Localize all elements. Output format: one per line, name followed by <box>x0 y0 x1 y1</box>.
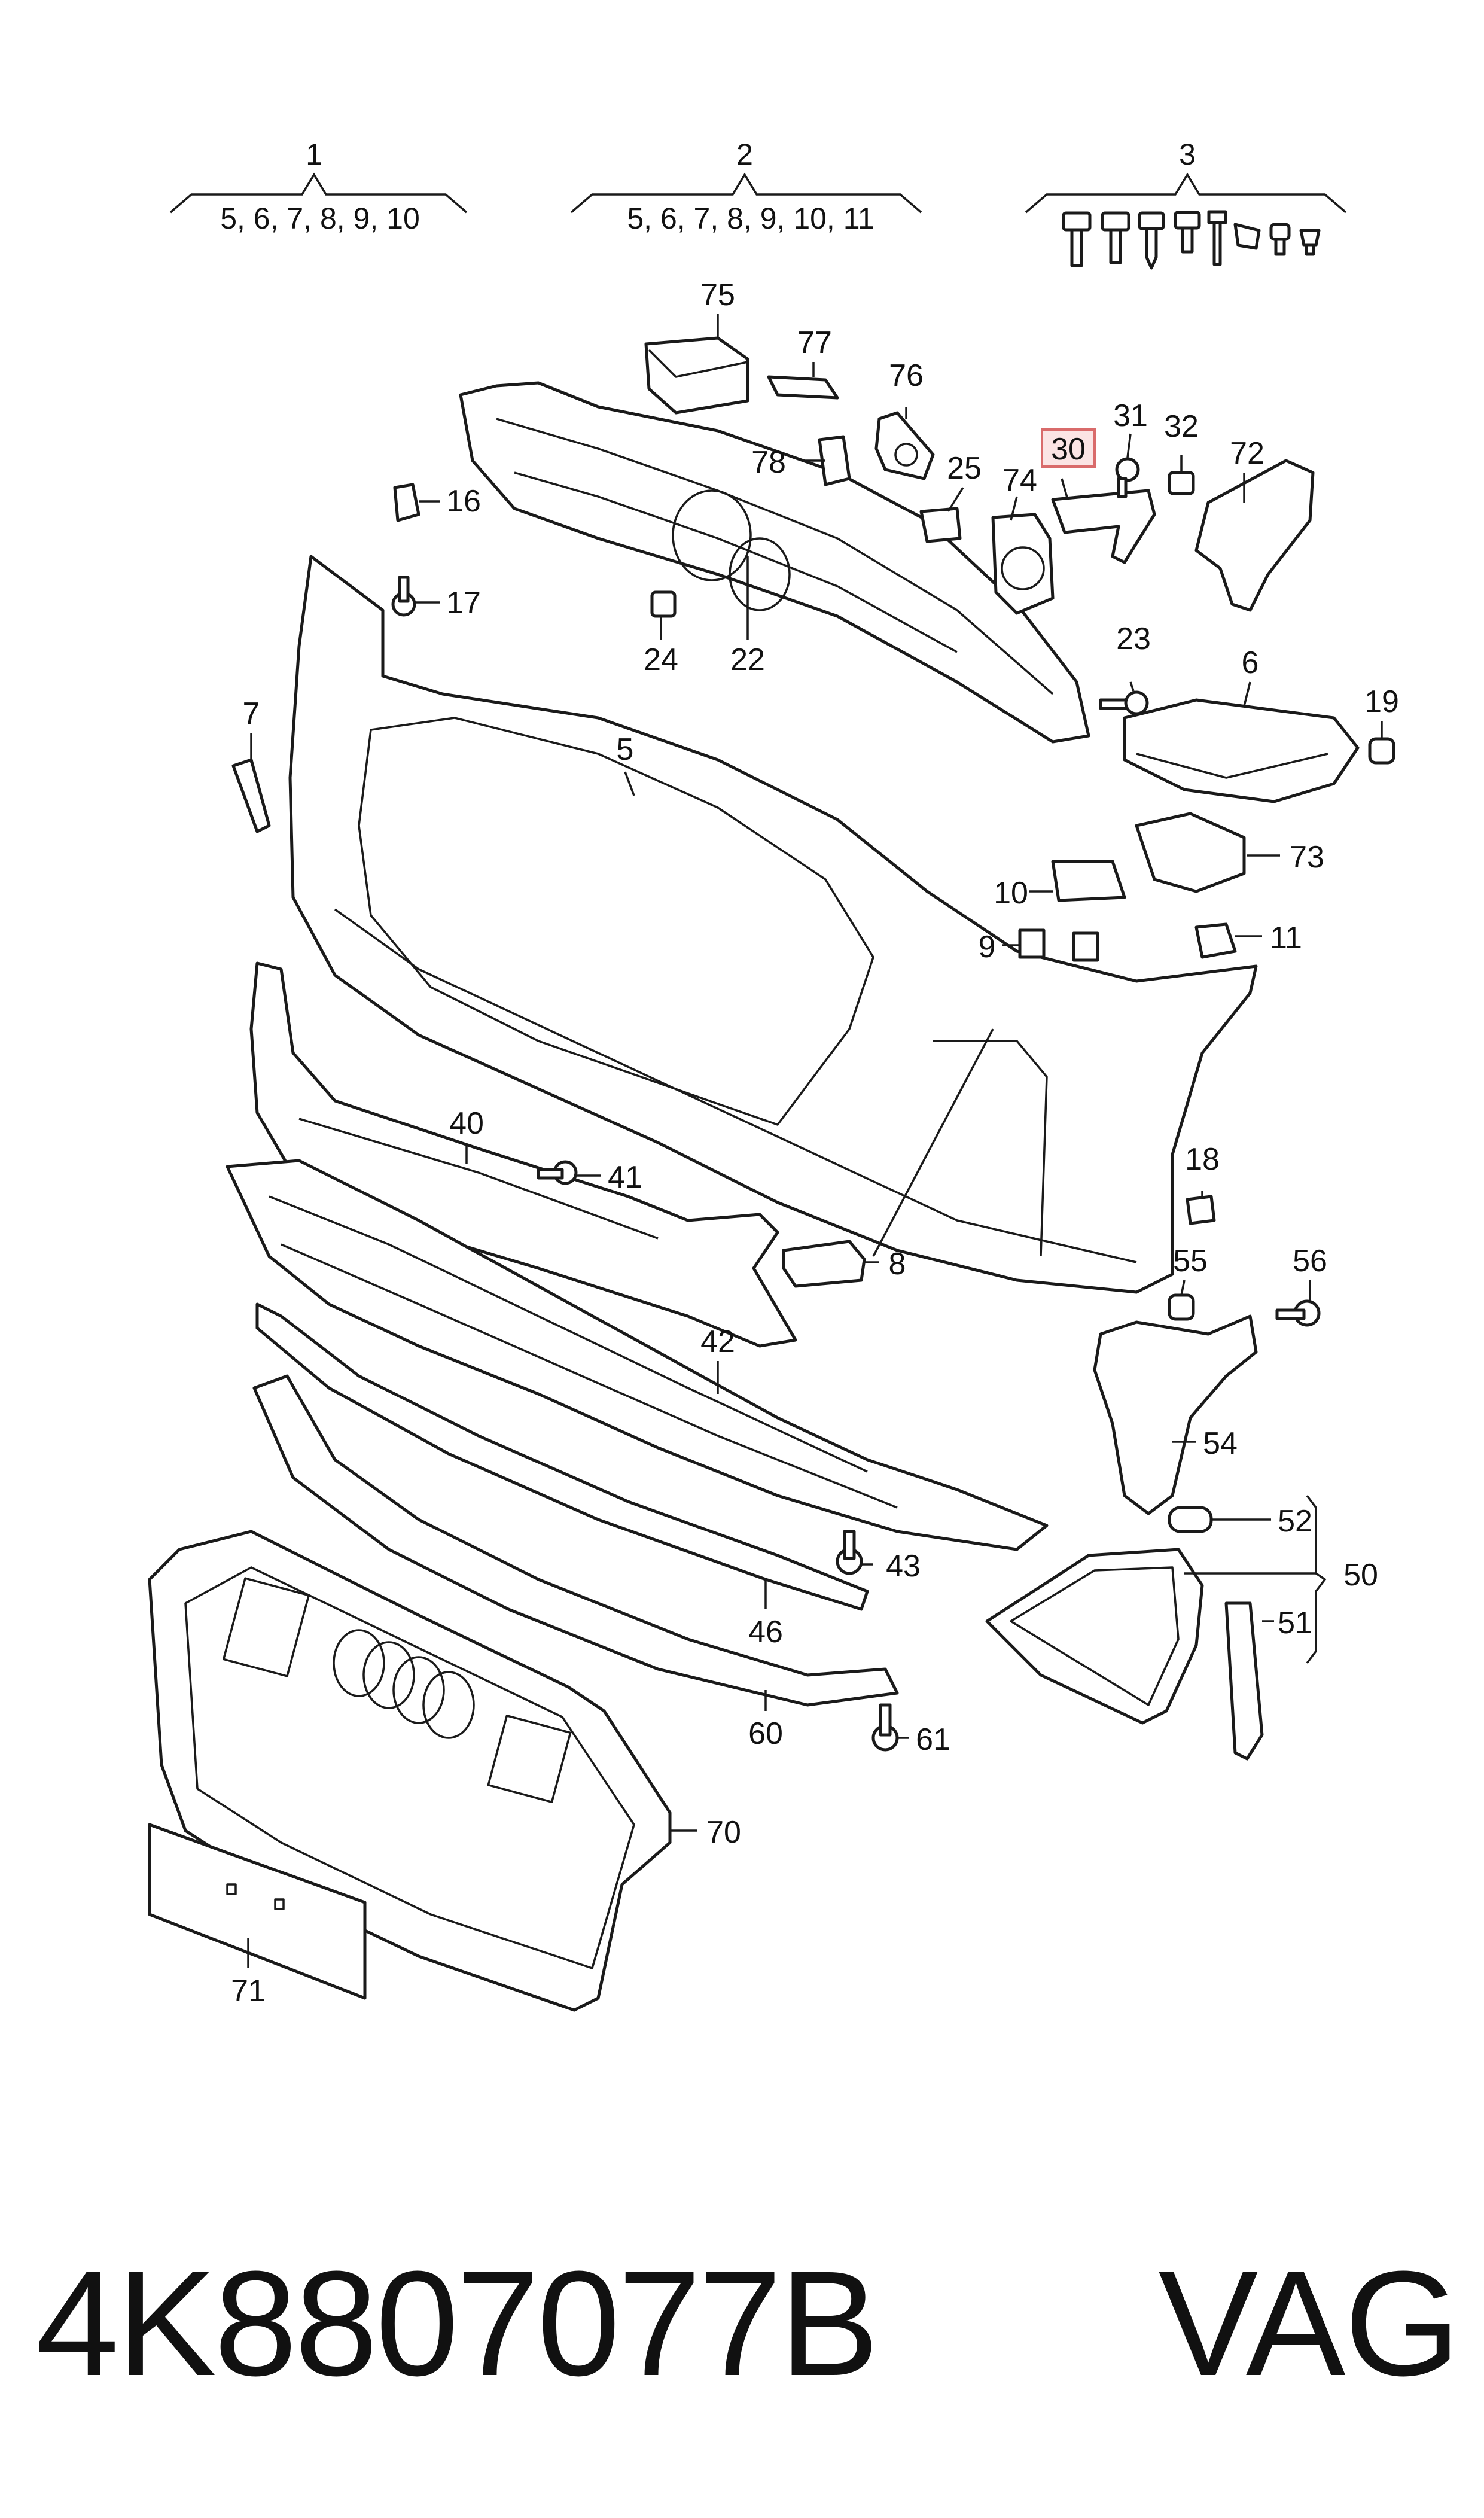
group-includes: 5, 6, 7, 8, 9, 10 <box>220 202 420 235</box>
callout-22: 22 <box>730 643 765 677</box>
group-header-1: 1 5, 6, 7, 8, 9, 10 <box>169 138 468 235</box>
bracket-30 <box>1051 489 1156 564</box>
callout-71: 71 <box>231 1974 266 2008</box>
bumper-carrier-22 <box>459 381 1090 744</box>
callout-70: 70 <box>706 1815 741 1850</box>
clip-78 <box>818 435 851 486</box>
callout-10: 10 <box>994 876 1028 911</box>
group-number: 1 <box>306 138 322 171</box>
callout-23: 23 <box>1116 622 1151 656</box>
screw-43 <box>836 1530 863 1575</box>
callout-46: 46 <box>748 1615 783 1649</box>
cover-7 <box>231 758 271 833</box>
callout-labels: 75 77 76 78 25 74 30 31 32 72 16 17 24 2… <box>231 278 1399 2008</box>
callout-8: 8 <box>889 1247 906 1281</box>
footer: 4K8807077B VAG <box>24 2237 1461 2417</box>
clips-9 <box>1018 928 1099 962</box>
audi-rings-logo <box>333 1629 475 1739</box>
bumper-cover-5 <box>288 555 1258 1294</box>
callout-19: 19 <box>1364 684 1399 719</box>
bracket-73 <box>1135 812 1246 893</box>
cap-8 <box>782 1240 866 1288</box>
callout-51: 51 <box>1278 1606 1312 1640</box>
callout-77: 77 <box>797 325 832 360</box>
callout-31: 31 <box>1113 398 1148 433</box>
group-header-3: 3 <box>1025 138 1347 270</box>
nut-55 <box>1168 1293 1195 1321</box>
nut-24 <box>650 590 677 618</box>
bracket-10 <box>1051 860 1126 902</box>
callout-17: 17 <box>446 586 481 620</box>
callout-61: 61 <box>916 1722 950 1757</box>
bracket-6 <box>1123 698 1360 803</box>
callout-54: 54 <box>1203 1426 1238 1461</box>
clip-16 <box>393 483 420 522</box>
callout-16: 16 <box>446 484 481 519</box>
callout-24: 24 <box>644 643 678 677</box>
side-grille-50 <box>985 1548 1204 1725</box>
callout-32: 32 <box>1164 409 1199 444</box>
trim-60 <box>252 1374 899 1707</box>
callout-50: 50 <box>1343 1558 1378 1593</box>
nut-32 <box>1168 471 1195 495</box>
group-number: 3 <box>1179 138 1196 171</box>
callout-18: 18 <box>1185 1142 1220 1177</box>
shim-76 <box>874 411 935 480</box>
clip-25 <box>919 507 962 543</box>
callout-78: 78 <box>751 445 786 480</box>
callout-52: 52 <box>1278 1504 1312 1539</box>
license-plate-mount-71 <box>148 1823 367 2000</box>
fastener-set-icon <box>1062 210 1321 270</box>
callout-73: 73 <box>1290 840 1324 875</box>
exploded-parts-diagram: 1 5, 6, 7, 8, 9, 10 2 5, 6, 7, 8, 9, 10,… <box>148 138 1399 2012</box>
leader-lines <box>247 314 1383 1968</box>
callout-40: 40 <box>449 1106 484 1141</box>
callout-25: 25 <box>947 451 982 486</box>
lower-grille-42 <box>226 1159 1049 1551</box>
callout-6: 6 <box>1242 646 1259 680</box>
callout-9: 9 <box>979 930 996 964</box>
group-header-2: 2 5, 6, 7, 8, 9, 10, 11 <box>570 138 922 235</box>
clip-11 <box>1194 922 1237 959</box>
part-number: 4K8807077B <box>36 2240 879 2407</box>
callout-41: 41 <box>608 1160 642 1195</box>
callout-42: 42 <box>700 1325 735 1359</box>
callout-11: 11 <box>1270 921 1302 955</box>
trim-strip-46 <box>255 1302 869 1611</box>
badge-52 <box>1168 1506 1213 1533</box>
bracket-77 <box>767 375 839 400</box>
callout-72: 72 <box>1230 436 1264 471</box>
group-number: 2 <box>736 138 753 171</box>
callout-7: 7 <box>243 696 260 731</box>
screw-56 <box>1275 1299 1321 1327</box>
callout-43: 43 <box>886 1549 921 1584</box>
bolt-31 <box>1115 457 1140 498</box>
highlight-box-30 <box>1041 428 1096 468</box>
callout-75: 75 <box>700 278 735 312</box>
sensor-74 <box>991 513 1055 615</box>
radar-sensor-75 <box>644 336 749 415</box>
callout-60: 60 <box>748 1716 783 1751</box>
callout-76: 76 <box>889 358 924 393</box>
callout-55: 55 <box>1173 1244 1208 1278</box>
group-includes: 5, 6, 7, 8, 9, 10, 11 <box>627 202 874 235</box>
screw-61 <box>871 1703 899 1752</box>
bracket-72 <box>1194 459 1315 612</box>
callout-56: 56 <box>1293 1244 1327 1278</box>
screw-17 <box>391 576 416 617</box>
brand: VAG <box>1158 2240 1461 2407</box>
callout-30: 30 <box>1051 432 1086 467</box>
screw-41 <box>537 1160 578 1185</box>
callout-5: 5 <box>617 732 634 767</box>
clip-19 <box>1368 737 1395 765</box>
screw-23 <box>1099 690 1149 715</box>
clip-18 <box>1186 1195 1216 1225</box>
callout-74: 74 <box>1002 463 1037 498</box>
bracket-54 <box>1093 1314 1258 1515</box>
trim-51 <box>1224 1601 1264 1761</box>
